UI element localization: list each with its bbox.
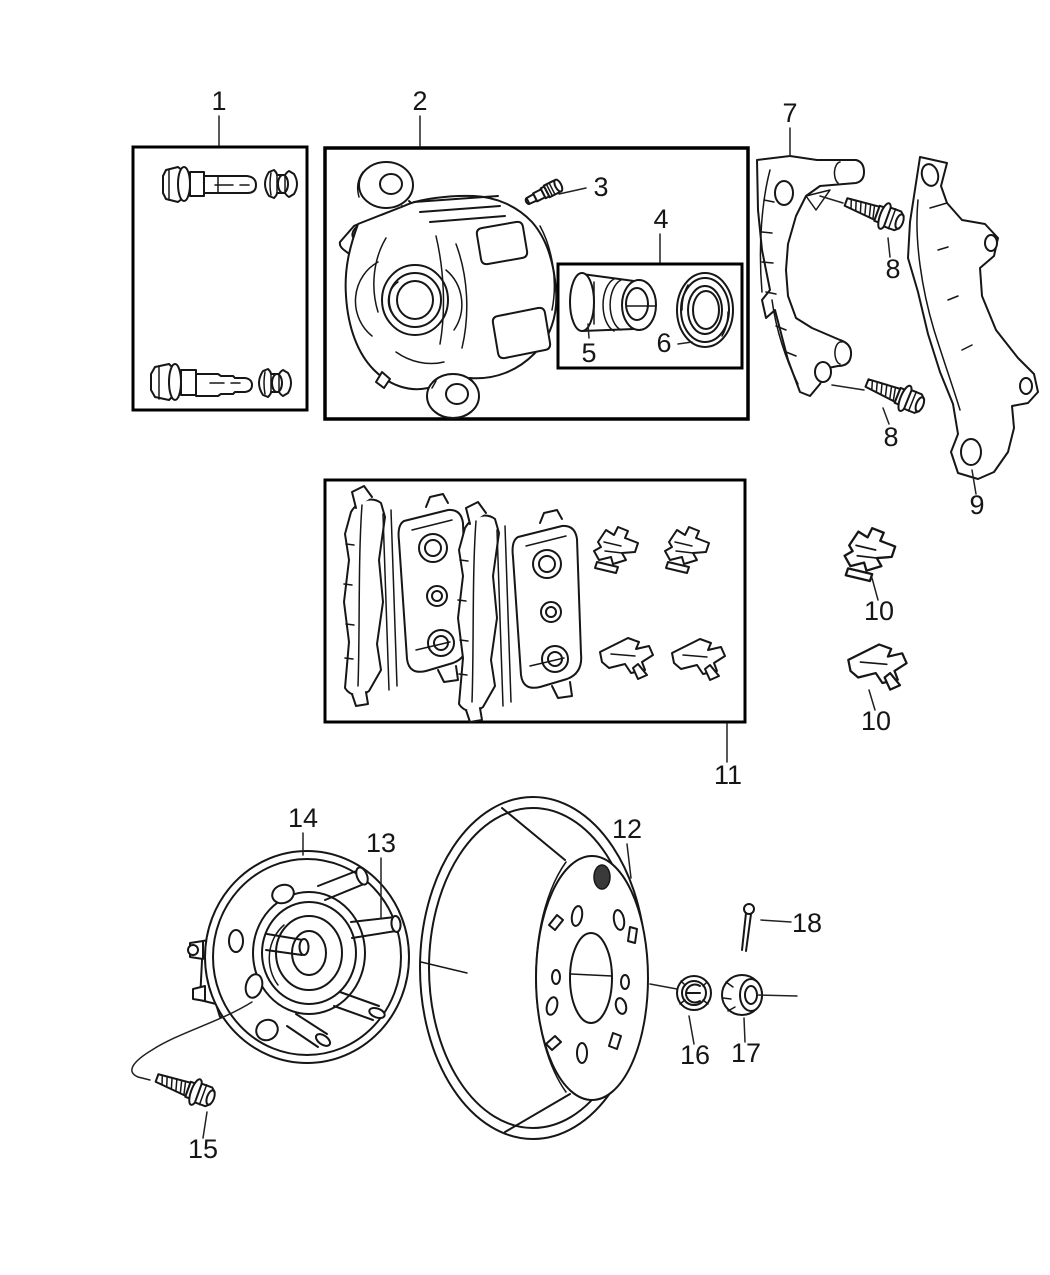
callout-5: 5 — [581, 338, 596, 368]
callout-10-lower: 10 — [861, 706, 891, 736]
box-piston-seal-kit — [556, 262, 744, 370]
callout-9: 9 — [969, 490, 984, 520]
callout-1: 1 — [211, 86, 226, 116]
part-hub-bolt — [151, 1064, 220, 1113]
part-washer — [676, 975, 712, 1011]
box-caliper-kit — [323, 146, 750, 421]
callout-8-upper: 8 — [885, 254, 900, 284]
callout-14: 14 — [288, 803, 318, 833]
part-cotter-pin — [741, 903, 755, 952]
part-hub-bearing — [131, 850, 410, 1081]
part-bleeder-screw — [524, 178, 564, 205]
part-pad-clips-in-kit — [593, 526, 726, 681]
callout-3: 3 — [593, 172, 608, 202]
callout-17: 17 — [731, 1038, 761, 1068]
part-adapter-bolt-lower — [860, 369, 930, 420]
callout-10-upper: 10 — [864, 596, 894, 626]
callout-2: 2 — [412, 86, 427, 116]
box-pad-kit — [323, 478, 747, 724]
box-guide-pin-kit — [131, 145, 309, 412]
callout-18: 18 — [792, 908, 822, 938]
part-caliper — [338, 161, 558, 419]
part-retainer-nut — [721, 974, 798, 1016]
part-rotor — [419, 796, 678, 1140]
callout-6: 6 — [656, 328, 671, 358]
callout-11: 11 — [714, 760, 742, 790]
callout-13: 13 — [366, 828, 396, 858]
callout-8-lower: 8 — [883, 422, 898, 452]
part-piston — [569, 272, 657, 332]
part-brake-pads — [343, 485, 583, 723]
kit-boxes — [131, 145, 750, 724]
part-guide-pin-kit — [150, 166, 298, 401]
part-piston-seal — [676, 272, 734, 348]
callout-16: 16 — [680, 1040, 710, 1070]
callout-12: 12 — [612, 814, 642, 844]
callout-15: 15 — [188, 1134, 218, 1164]
part-antirattle-clip-upper — [843, 527, 897, 583]
part-antirattle-clip-lower — [847, 643, 908, 691]
callout-leader-lines — [202, 115, 977, 1139]
part-adapter-bolt-upper — [840, 188, 909, 237]
callout-7: 7 — [782, 98, 797, 128]
callout-labels: 1 2 3 4 5 6 7 8 8 9 10 10 11 12 13 14 15… — [188, 86, 985, 1164]
part-splash-shield — [907, 156, 1039, 480]
callout-4: 4 — [653, 204, 668, 234]
part-adapter-bracket — [756, 155, 865, 397]
